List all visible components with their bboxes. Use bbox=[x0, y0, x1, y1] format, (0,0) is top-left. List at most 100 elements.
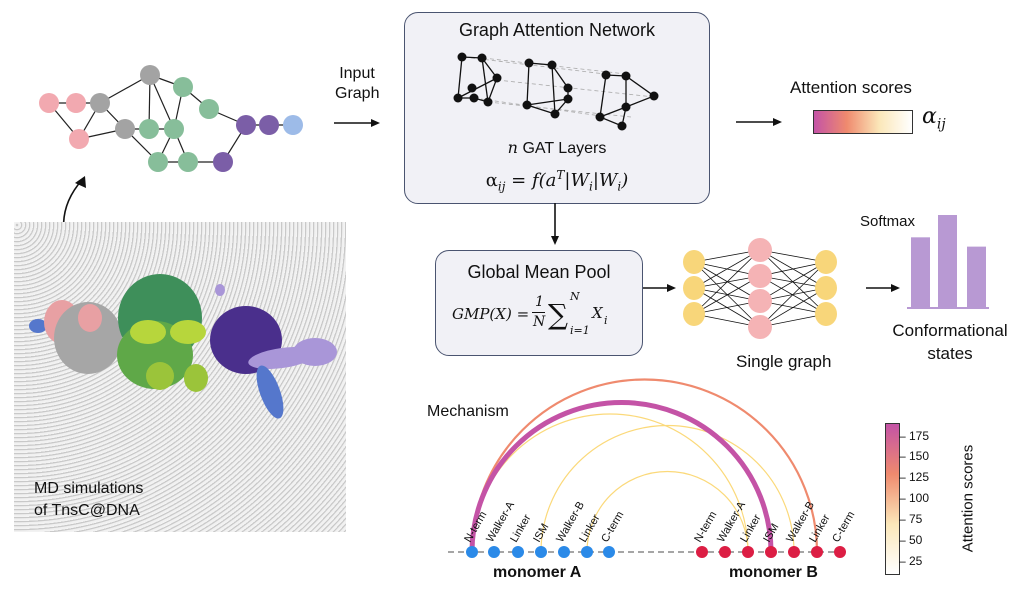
protein-blob bbox=[293, 338, 337, 366]
formula-rhs: = f(a bbox=[511, 170, 557, 191]
residue-label: ISM bbox=[531, 522, 551, 545]
residue-label: C-term bbox=[830, 509, 857, 544]
residue-node-b bbox=[788, 546, 800, 558]
gmp-frac-line bbox=[532, 312, 545, 313]
gmp-sum-sup: N bbox=[570, 290, 580, 303]
mlp-hidden-node bbox=[748, 289, 772, 313]
gmp-frac-num: 1 bbox=[535, 294, 544, 310]
md-caption-line1: MD simulations bbox=[34, 480, 144, 497]
colorbar-tick: – 25 bbox=[899, 553, 923, 568]
mlp-edge bbox=[693, 249, 761, 315]
formula-alpha: α bbox=[485, 170, 498, 191]
gmp-title: Global Mean Pool bbox=[467, 262, 611, 282]
gat-node bbox=[477, 53, 487, 63]
colorbar-tick: – 100 bbox=[899, 491, 930, 505]
protein-blob bbox=[170, 320, 206, 344]
mlp-edge bbox=[759, 261, 827, 302]
graph-node-green bbox=[164, 119, 184, 139]
residue-node-b bbox=[834, 546, 846, 558]
residue-node-a bbox=[603, 546, 615, 558]
gmp-lhs: GMP(X) = bbox=[452, 305, 530, 323]
protein-blob bbox=[215, 284, 225, 296]
protein-blob bbox=[29, 319, 47, 333]
gmp-frac-den: N bbox=[533, 314, 546, 330]
residue-label: C-term bbox=[599, 509, 626, 544]
graph-node-purple bbox=[213, 152, 233, 172]
gat-layers-label: n GAT Layers bbox=[404, 138, 710, 158]
colorbar-label: Attention scores bbox=[959, 444, 977, 553]
protein-blob bbox=[54, 302, 122, 374]
mlp-edge bbox=[759, 261, 827, 328]
graph-node-pink bbox=[39, 93, 59, 113]
softmax-label: Softmax bbox=[860, 213, 916, 230]
protein-blob bbox=[146, 362, 174, 390]
gat-layers-text: GAT Layers bbox=[522, 140, 607, 157]
gat-node bbox=[469, 93, 479, 103]
monomer-a-label: monomer A bbox=[493, 564, 582, 581]
mlp-hidden-node bbox=[748, 264, 772, 288]
attention-symbol: αij bbox=[922, 104, 946, 132]
input-graph-label-line2: Graph bbox=[335, 85, 380, 102]
residue-label: ISM bbox=[761, 522, 781, 545]
graph-node-gray bbox=[140, 65, 160, 85]
graph-node-purple bbox=[236, 115, 256, 135]
mlp-edge bbox=[759, 287, 827, 328]
monomer-b-label: monomer B bbox=[729, 564, 818, 581]
residue-node-b bbox=[719, 546, 731, 558]
softmax-bar bbox=[938, 215, 957, 308]
residue-node-a bbox=[512, 546, 524, 558]
residue-label: Linker bbox=[738, 512, 764, 544]
softmax-bar bbox=[911, 237, 930, 308]
graph-node-pink bbox=[69, 129, 89, 149]
residue-node-a bbox=[535, 546, 547, 558]
colorbar-ticks: – 175– 150– 125– 100– 75– 50– 25 bbox=[899, 423, 939, 575]
formula-sup: T bbox=[556, 168, 565, 182]
gat-node bbox=[524, 58, 534, 68]
gat-node bbox=[563, 94, 573, 104]
attention-alpha: α bbox=[922, 104, 937, 129]
gat-to-attention-arrowhead bbox=[773, 118, 782, 126]
gmp-sum-symbol: ∑ bbox=[548, 298, 568, 331]
gat-node bbox=[601, 70, 611, 80]
gat-node bbox=[621, 71, 631, 81]
formula-w1: |W bbox=[564, 170, 589, 191]
formula-alpha-sub: ij bbox=[497, 179, 506, 194]
mlp-io-node bbox=[683, 276, 705, 300]
gat-node bbox=[492, 73, 502, 83]
attention-arc bbox=[540, 424, 795, 553]
mlp-io-node bbox=[683, 250, 705, 274]
protein-blob bbox=[184, 364, 208, 392]
gat-node bbox=[595, 112, 605, 122]
residue-node-b bbox=[811, 546, 823, 558]
gmp-term-sub: i bbox=[604, 314, 608, 327]
residue-label: Linker bbox=[508, 512, 534, 544]
graph-node-purple bbox=[259, 115, 279, 135]
curved-arrowhead bbox=[75, 176, 86, 188]
mlp-edge bbox=[693, 275, 761, 315]
residue-node-b bbox=[696, 546, 708, 558]
graph-node-green bbox=[139, 119, 159, 139]
input-arrowhead bbox=[371, 119, 380, 127]
graph-node-pink bbox=[66, 93, 86, 113]
formula-w2: |W bbox=[592, 170, 618, 191]
gmp-term: X bbox=[592, 304, 603, 322]
attention-colorbar bbox=[885, 423, 900, 575]
residue-label: Linker bbox=[807, 512, 833, 544]
graph-node-green bbox=[199, 99, 219, 119]
graph-node-gray bbox=[90, 93, 110, 113]
colorbar-tick: – 175 bbox=[899, 428, 930, 443]
protein-blob bbox=[78, 304, 102, 332]
gat-formula: αij = f(aT|Wi|Wi) bbox=[404, 168, 710, 194]
mlp-io-node bbox=[815, 276, 837, 300]
graph-node-green bbox=[178, 152, 198, 172]
gat-node bbox=[457, 52, 467, 62]
protein-blob bbox=[256, 365, 284, 419]
input-graph-label-line1: Input bbox=[339, 65, 375, 82]
residue-node-a bbox=[488, 546, 500, 558]
formula-w1-sub: i bbox=[588, 179, 593, 194]
gmp-box bbox=[435, 250, 643, 356]
md-caption-line2: of TnsC@DNA bbox=[34, 502, 140, 519]
